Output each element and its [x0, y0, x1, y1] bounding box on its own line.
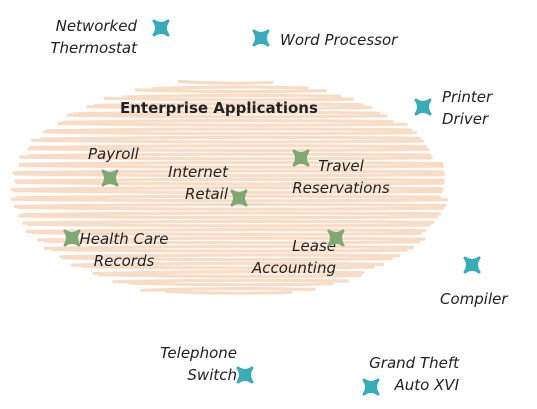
hatch-stroke — [27, 147, 430, 152]
hatch-stroke — [72, 110, 381, 116]
hatch-stroke — [59, 253, 401, 259]
hatch-stroke — [43, 244, 415, 250]
hatch-stroke — [19, 155, 433, 161]
hatch-stroke — [18, 214, 438, 220]
hatch-stroke — [43, 239, 421, 245]
label-internet-retail: Internet Retail — [168, 163, 228, 203]
hatch-stroke — [177, 79, 274, 85]
label-travel-reservations: Travel Reservations — [292, 157, 390, 197]
label-networked-thermostat: Networked Thermostat — [50, 17, 137, 57]
hatch-stroke — [12, 169, 445, 175]
hatch-stroke — [128, 281, 334, 287]
hatch-stroke — [103, 96, 354, 102]
hatch-stroke — [31, 138, 424, 144]
x-marker-icon-telephone-switch — [236, 366, 254, 384]
hatch-stroke — [152, 85, 309, 91]
hatch-stroke — [14, 194, 442, 200]
hatch-stroke — [112, 278, 349, 284]
label-lease-accounting: Lease Accounting — [251, 237, 336, 277]
hatch-stroke — [81, 264, 375, 270]
hatch-stroke — [10, 186, 444, 192]
hatch-stroke — [57, 121, 408, 127]
x-marker-icon-internet-retail — [230, 189, 248, 207]
label-payroll: Payroll — [88, 145, 139, 163]
label-printer-driver: Printer Driver — [442, 88, 493, 128]
hatch-stroke — [61, 119, 394, 124]
x-marker-icon-travel-reservations — [292, 149, 310, 167]
hatch-stroke — [13, 202, 447, 208]
hatch-stroke — [14, 177, 445, 183]
x-marker-icon-networked-thermostat — [152, 19, 170, 37]
hatch-stroke — [18, 163, 445, 169]
x-marker-icon-printer-driver — [414, 98, 432, 116]
label-health-care-records: Health Care Records — [79, 230, 169, 270]
hatch-stroke — [98, 273, 362, 278]
hatch-stroke — [31, 231, 422, 236]
hatch-stroke — [18, 160, 444, 166]
hatch-stroke — [20, 211, 442, 217]
x-marker-icon-payroll — [101, 169, 119, 187]
hatch-stroke — [43, 130, 417, 136]
x-marker-icon-grand-theft-auto — [362, 378, 380, 396]
hatch-stroke — [66, 113, 388, 119]
hatch-stroke — [94, 102, 364, 108]
label-telephone-switch: Telephone Switch — [160, 344, 237, 384]
hatch-stroke — [86, 105, 373, 111]
x-marker-icon-compiler — [463, 256, 481, 274]
hatch-stroke — [13, 172, 445, 178]
label-compiler: Compiler — [440, 290, 508, 308]
hatch-stroke — [92, 270, 365, 276]
hatch-stroke — [17, 205, 444, 211]
hatch-stroke — [15, 180, 445, 186]
x-marker-icon-lease-accounting — [327, 229, 345, 247]
hatch-stroke — [37, 236, 426, 242]
hatch-stroke — [29, 144, 427, 150]
hatch-stroke — [46, 127, 413, 133]
hatch-stroke — [140, 286, 316, 292]
hatch-stroke — [22, 219, 435, 225]
hatch-stroke — [10, 197, 449, 203]
group-title: Enterprise Applications — [120, 99, 318, 117]
hatch-stroke — [164, 289, 293, 295]
hatch-stroke — [61, 256, 393, 262]
x-marker-icon-word-processor — [252, 29, 270, 47]
x-marker-icon-health-care-records — [63, 229, 81, 247]
hatch-stroke — [121, 93, 342, 99]
hatch-stroke — [134, 88, 328, 94]
label-word-processor: Word Processor — [280, 31, 398, 49]
hatch-stroke — [26, 152, 432, 158]
hatch-stroke — [70, 261, 385, 267]
hatch-stroke — [12, 189, 443, 194]
label-grand-theft-auto: Grand Theft Auto XVI — [369, 354, 459, 394]
hatch-stroke — [40, 135, 421, 141]
hatch-stroke — [27, 222, 431, 228]
hatch-stroke — [51, 247, 408, 253]
